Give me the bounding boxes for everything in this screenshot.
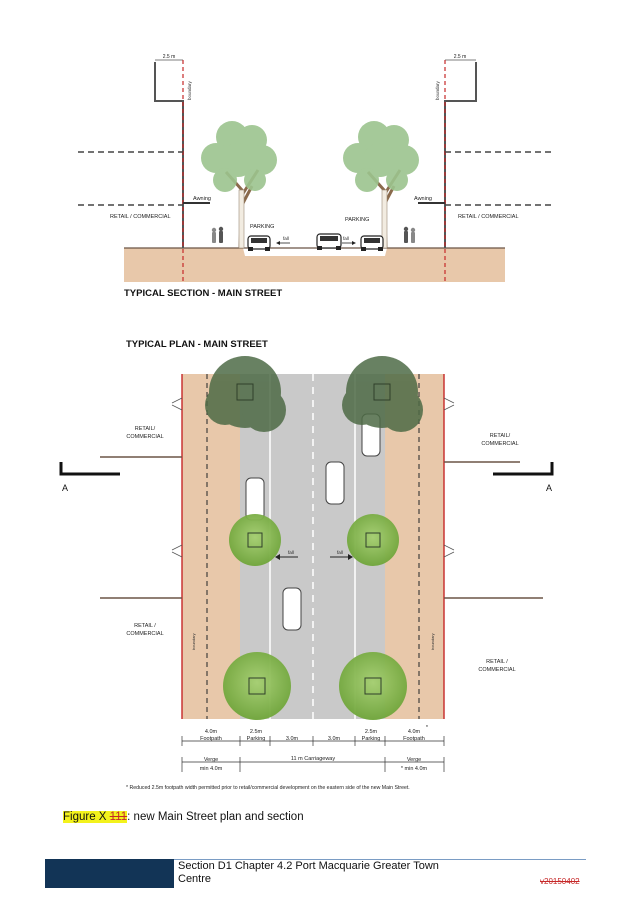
dim-6-value: 4.0m — [408, 729, 421, 735]
dim-5-value: 2.5m — [365, 729, 378, 735]
plan-retail-top-left-l1: RETAIL/ — [135, 426, 156, 432]
plan-tree-top-left — [205, 356, 286, 432]
plan-dimension-labels: 4.0m Footpath 2.5m Parking 3.0m 3.0m 2.5… — [200, 725, 429, 772]
plan-retail-mid-left-l2: COMMERCIAL — [126, 631, 163, 637]
verge-left-2: min 4.0m — [200, 766, 223, 772]
dim-2-value: 2.5m — [250, 729, 263, 735]
section-fall-label-left: fall — [283, 236, 289, 241]
plan-note: * Reduced 2.5m footpath width permitted … — [126, 785, 410, 791]
footer-version: v20150402 — [540, 877, 580, 886]
section-marker-right-label: A — [546, 483, 552, 493]
dim-6-label: Footpath — [403, 736, 425, 742]
plan-retail-top-left: RETAIL/ COMMERCIAL — [126, 426, 163, 440]
boundary-width-left: 2.5 m — [163, 54, 176, 60]
figure-caption: Figure X 111: new Main Street plan and s… — [63, 811, 304, 823]
awning-label-right: Awning — [414, 196, 432, 202]
section-pedestrians-left — [211, 226, 224, 243]
plan-boundary-left: boundary — [191, 633, 196, 650]
section-fall-arrow-left — [276, 241, 290, 245]
section-marker-left-label: A — [62, 483, 68, 493]
plan-dimension-lines — [181, 736, 445, 772]
section-marker-left — [59, 462, 120, 476]
plan-retail-top-right-l1: RETAIL/ — [490, 433, 511, 439]
section-car-left — [247, 235, 271, 251]
dim-1-label: Footpath — [200, 736, 222, 742]
dim-3-value: 3.0m — [286, 736, 299, 742]
dim-flag: * — [426, 725, 429, 731]
section-tree-right — [343, 121, 419, 249]
section-fall-label-right: fall — [343, 236, 349, 241]
parking-label-right: PARKING — [345, 217, 369, 223]
plan-tree-bottom-left — [223, 652, 291, 720]
left-building-outline — [154, 59, 184, 282]
plan-kerb-lines — [206, 374, 420, 719]
verge-right-2: * min 4.0m — [401, 766, 428, 772]
plan-retail-mid-left: RETAIL / COMMERCIAL — [126, 623, 163, 637]
footer-rule — [174, 859, 586, 860]
figure-caption-prefix: Figure X — [63, 811, 110, 823]
section-title: TYPICAL SECTION - MAIN STREET — [124, 288, 282, 299]
boundary-label-left: boundary — [187, 80, 192, 100]
dim-1-value: 4.0m — [205, 729, 218, 735]
retail-label-section-right: RETAIL / COMMERCIAL — [458, 214, 519, 220]
retail-label-section-left: RETAIL / COMMERCIAL — [110, 214, 171, 220]
plan-tree-top-right — [342, 356, 423, 432]
section-fall-arrow-right — [342, 241, 356, 245]
dim-2-label: Parking — [247, 736, 266, 742]
figure-caption-struck-number: 111 — [109, 811, 128, 823]
plan-fall-arrow-right — [330, 554, 353, 560]
section-ground — [124, 248, 505, 282]
plan-retail-mid-left-l1: RETAIL / — [134, 623, 156, 629]
figure-caption-text: : new Main Street plan and section — [127, 811, 304, 823]
plan-car — [245, 413, 381, 631]
section-pedestrians-right — [403, 226, 416, 243]
plan-fall-label-left: fall — [288, 550, 294, 555]
boundary-label-right: boundary — [435, 80, 440, 100]
plan-retail-bottom-right-l2: COMMERCIAL — [478, 667, 515, 673]
dim-4-value: 3.0m — [328, 736, 341, 742]
verge-right-1: Verge — [407, 757, 421, 763]
plan-boundary-right: boundary — [430, 633, 435, 650]
section-marker-right — [493, 462, 554, 476]
main-street-figure: 2.5 m 2.5 m boundary boundary Awning Awn… — [59, 54, 554, 791]
plan-tree-bottom-right — [339, 652, 407, 720]
frontage-lines — [100, 456, 543, 599]
shop-doors — [171, 397, 455, 558]
footer-section-title: Section D1 Chapter 4.2 Port Macquarie Gr… — [178, 860, 439, 885]
plan-retail-top-right-l2: COMMERCIAL — [481, 441, 518, 447]
right-building-outline — [444, 59, 477, 282]
plan-fall-arrow-left — [275, 554, 298, 560]
plan-title: TYPICAL PLAN - MAIN STREET — [126, 339, 268, 350]
parking-label-left: PARKING — [250, 224, 274, 230]
street-section: 2.5 m 2.5 m boundary boundary Awning Awn… — [78, 54, 553, 299]
verge-left-1: Verge — [204, 757, 218, 763]
boundary-width-right: 2.5 m — [454, 54, 467, 60]
plan-retail-top-left-l2: COMMERCIAL — [126, 434, 163, 440]
section-car-mid — [316, 233, 342, 250]
plan-retail-bottom-right: RETAIL / COMMERCIAL — [478, 659, 515, 673]
carriageway-label: 11 m Carriageway — [291, 756, 335, 762]
plan-fall-label-right: fall — [337, 550, 343, 555]
awning-label-left: Awning — [193, 196, 211, 202]
plan-retail-bottom-right-l1: RETAIL / — [486, 659, 508, 665]
floor-level-lines — [78, 151, 553, 206]
dim-5-label: Parking — [362, 736, 381, 742]
street-plan: TYPICAL PLAN - MAIN STREET boundary boun… — [59, 339, 554, 791]
plan-tree-mid-left — [229, 514, 281, 566]
plan-retail-top-right: RETAIL/ COMMERCIAL — [481, 433, 518, 447]
section-car-right — [360, 235, 384, 251]
footer-color-block — [45, 859, 174, 888]
plan-tree-mid-right — [347, 514, 399, 566]
section-tree-left — [201, 121, 277, 249]
